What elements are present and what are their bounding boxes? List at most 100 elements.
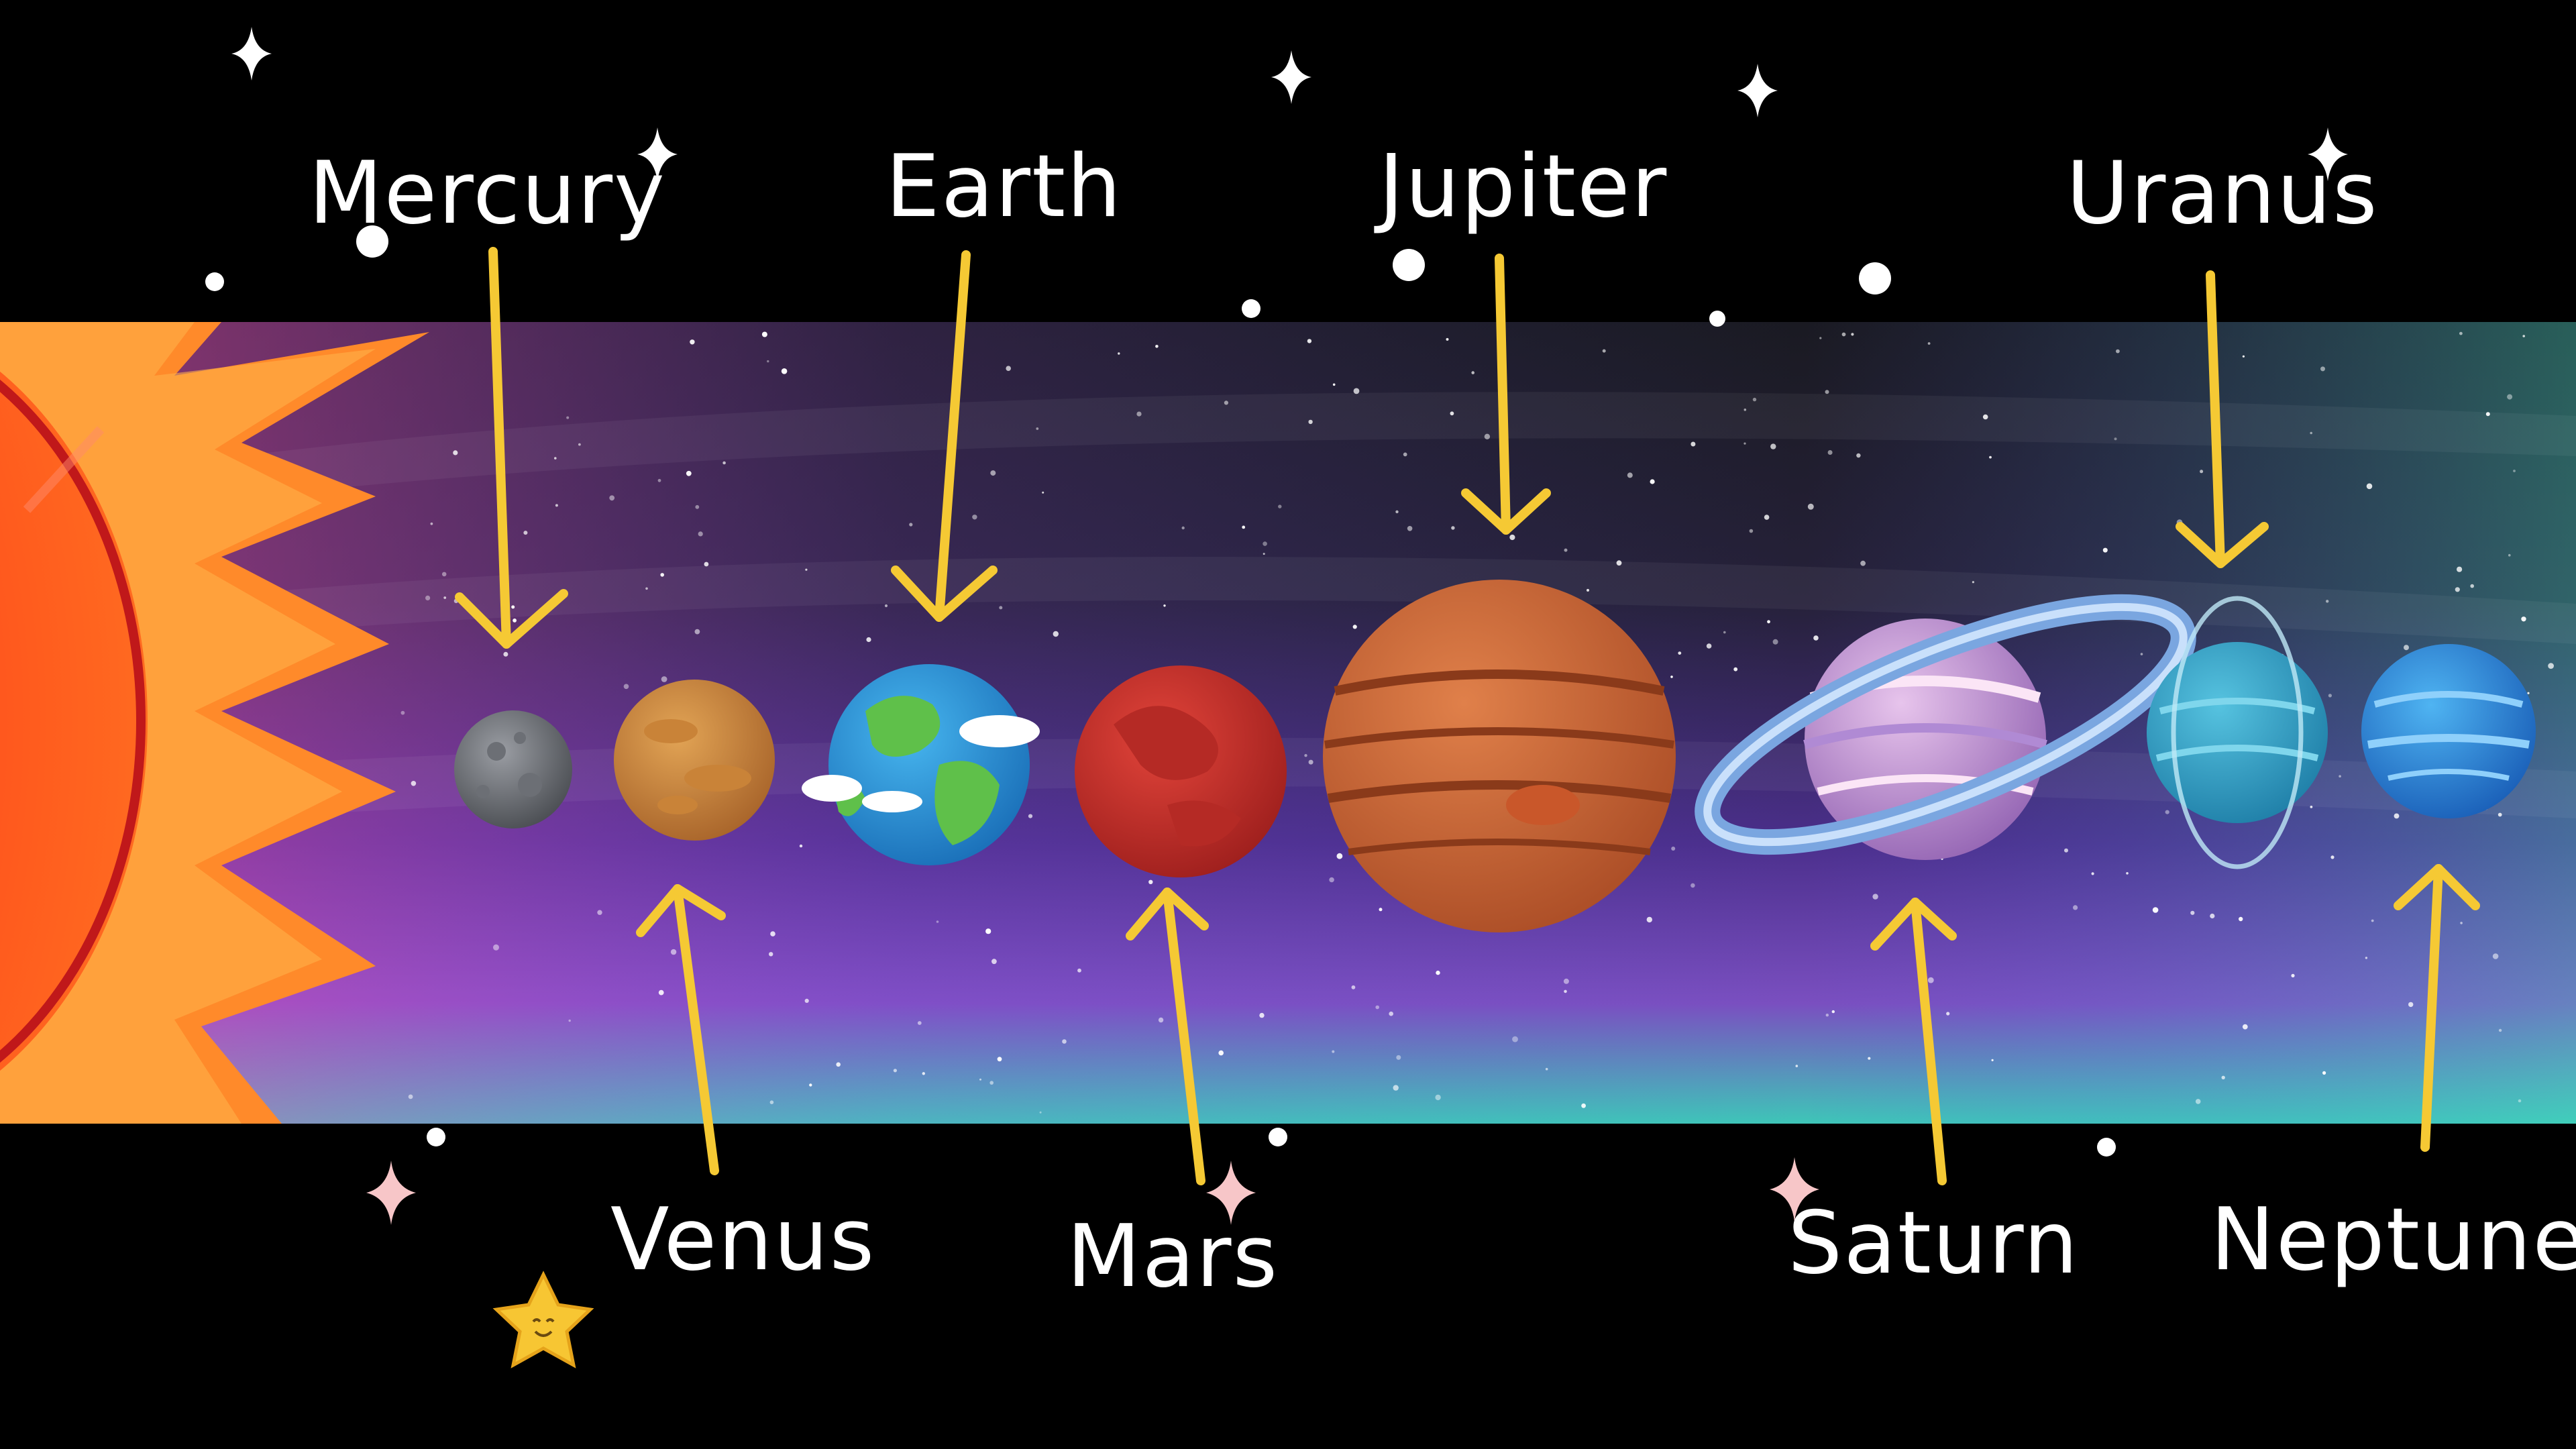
tiny-star <box>1062 1039 1067 1044</box>
venus-arrow <box>636 884 726 1175</box>
tiny-star <box>1375 1005 1379 1010</box>
tiny-star <box>1927 342 1931 345</box>
tiny-star <box>1764 515 1770 520</box>
sparkle-icon <box>2308 127 2348 181</box>
tiny-star <box>2513 470 2516 472</box>
tiny-star <box>1307 339 1312 343</box>
tiny-star <box>2339 775 2341 777</box>
tiny-star <box>1332 1050 1335 1053</box>
tiny-star <box>1053 631 1059 637</box>
tiny-star <box>1353 388 1360 394</box>
tiny-star <box>1308 759 1313 765</box>
tiny-star <box>1036 427 1039 430</box>
tiny-star <box>1077 968 1081 973</box>
tiny-star <box>2291 973 2295 977</box>
tiny-star <box>1690 883 1695 888</box>
tiny-star <box>2239 916 2243 922</box>
earth-label: Earth <box>885 137 1123 237</box>
tiny-star <box>2126 872 2129 875</box>
tiny-star <box>1259 1012 1265 1018</box>
saturn-arrow <box>1870 898 1957 1185</box>
uranus-planet <box>2147 596 2328 869</box>
decor-stars <box>205 27 2348 1157</box>
dot-star <box>1393 249 1425 281</box>
tiny-star <box>1352 625 1357 629</box>
sparkle-icon <box>366 1161 416 1225</box>
tiny-star <box>2242 1024 2248 1030</box>
tiny-star <box>936 920 939 923</box>
tiny-star <box>408 1094 413 1099</box>
tiny-star <box>1982 414 1988 420</box>
tiny-star <box>1743 442 1746 445</box>
tiny-star <box>985 928 991 934</box>
tiny-star <box>1148 879 1153 885</box>
sparkle-icon <box>1271 50 1311 104</box>
saturn-planet <box>1695 594 2196 860</box>
tiny-star <box>1042 491 1044 494</box>
tiny-star <box>511 605 515 609</box>
tiny-star <box>1435 1094 1441 1101</box>
tiny-star <box>1006 366 1011 371</box>
tiny-star <box>658 989 664 996</box>
tiny-star <box>1706 643 1712 649</box>
tiny-star <box>1581 1103 1587 1108</box>
tiny-star <box>2470 584 2474 588</box>
tiny-star <box>1650 479 1655 484</box>
tiny-star <box>1872 894 1878 900</box>
tiny-star <box>2457 566 2463 572</box>
tiny-star <box>781 368 788 374</box>
tiny-star <box>2320 366 2325 372</box>
tiny-star <box>698 531 703 537</box>
tiny-star <box>2459 331 2463 335</box>
tiny-star <box>1670 676 1673 678</box>
earth-planet <box>802 664 1040 865</box>
tiny-star <box>503 651 508 657</box>
tiny-star <box>2102 547 2108 553</box>
tiny-star <box>695 504 700 509</box>
tiny-star <box>566 416 570 419</box>
tiny-star <box>2310 431 2312 435</box>
tiny-star <box>1118 352 1120 355</box>
mercury-label: Mercury <box>309 144 666 244</box>
uranus-arrow <box>2176 270 2269 568</box>
tiny-star <box>2371 919 2374 922</box>
uranus-label: Uranus <box>2066 144 2379 244</box>
tiny-star <box>972 515 977 520</box>
tiny-star <box>555 504 558 507</box>
tiny-star <box>2460 922 2463 924</box>
tiny-star <box>694 629 700 635</box>
dot-star <box>1269 1128 1287 1146</box>
tiny-star <box>2521 616 2526 622</box>
tiny-star <box>2152 907 2159 913</box>
dot-star <box>2097 1138 2116 1157</box>
tiny-star <box>670 949 677 955</box>
tiny-star <box>866 637 871 643</box>
dot-star <box>427 1128 445 1146</box>
tiny-star <box>1743 409 1747 411</box>
tiny-star <box>1690 441 1696 447</box>
tiny-star <box>1860 560 1866 566</box>
tiny-star <box>1450 411 1454 416</box>
tiny-star <box>2404 645 2409 651</box>
tiny-star <box>2326 600 2329 603</box>
sparkle-icon <box>637 127 678 181</box>
tiny-star <box>690 339 695 345</box>
tiny-star <box>623 684 629 690</box>
tiny-star <box>1304 754 1307 757</box>
tiny-star <box>1807 503 1814 510</box>
tiny-star <box>1602 349 1606 353</box>
dot-star <box>1242 299 1260 318</box>
tiny-star <box>1563 978 1569 984</box>
tiny-star <box>1723 631 1726 634</box>
tiny-star <box>2140 653 2143 655</box>
tiny-star <box>425 595 431 601</box>
tiny-star <box>1263 541 1267 546</box>
tiny-star <box>990 470 996 476</box>
tiny-star <box>1627 472 1633 478</box>
tiny-star <box>2195 1099 2201 1104</box>
tiny-star <box>1851 333 1854 336</box>
star-smiley-icon <box>492 1271 594 1368</box>
tiny-star <box>1564 989 1567 994</box>
tiny-star <box>989 1081 994 1085</box>
